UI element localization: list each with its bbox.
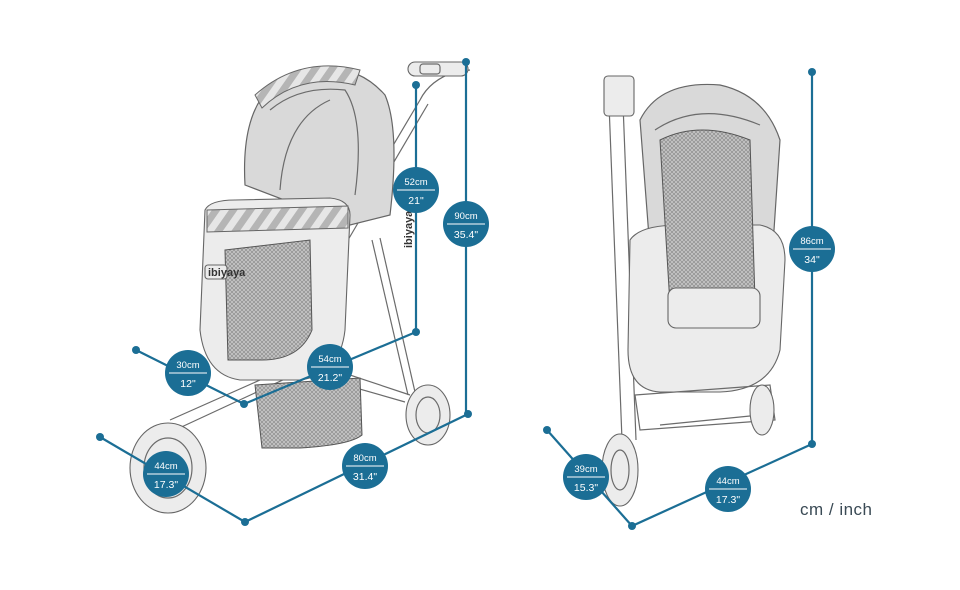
badge-folded-depth: 39cm 15.3" bbox=[563, 454, 609, 500]
seat-depth-cm: 54cm bbox=[318, 354, 341, 365]
seat-width-cm: 30cm bbox=[176, 360, 199, 371]
folded-depth-inch: 15.3" bbox=[574, 482, 598, 494]
seat-depth-inch: 21.2" bbox=[318, 372, 342, 384]
side-mesh-window bbox=[224, 239, 313, 361]
folded-width-inch: 17.3" bbox=[716, 494, 740, 506]
folded-cushion bbox=[667, 287, 761, 329]
length-cm: 80cm bbox=[353, 453, 376, 464]
handle-drop-cm: 52cm bbox=[404, 177, 427, 188]
total-height-inch: 35.4" bbox=[454, 229, 478, 241]
folded-stroller-drawing bbox=[601, 75, 786, 507]
badge-folded-width: 44cm 17.3" bbox=[705, 466, 751, 512]
length-inch: 31.4" bbox=[353, 471, 377, 483]
badge-unfolded-axle-width: 44cm 17.3" bbox=[143, 451, 189, 497]
folded-mesh-panel bbox=[659, 129, 756, 310]
handlebar bbox=[407, 61, 469, 77]
badge-unfolded-seat-depth: 54cm 21.2" bbox=[307, 344, 353, 390]
seat-width-inch: 12" bbox=[180, 378, 196, 390]
folded-width-cm: 44cm bbox=[716, 476, 739, 487]
folded-rear-wheel bbox=[749, 384, 775, 436]
badge-unfolded-seat-width: 30cm 12" bbox=[165, 350, 211, 396]
unfolded-stroller-drawing: ibiyaya ibiyaya bbox=[129, 61, 471, 514]
folded-handle bbox=[603, 75, 635, 117]
storage-basket bbox=[254, 377, 363, 449]
brand-label-frame: ibiyaya bbox=[403, 210, 415, 248]
handle-drop-inch: 21" bbox=[408, 195, 424, 207]
axle-width-cm: 44cm bbox=[154, 461, 177, 472]
badge-unfolded-length: 80cm 31.4" bbox=[342, 443, 388, 489]
badge-folded-height: 86cm 34" bbox=[789, 226, 835, 272]
axle-width-inch: 17.3" bbox=[154, 479, 178, 491]
folded-depth-cm: 39cm bbox=[574, 464, 597, 475]
badge-unfolded-handle-drop: 52cm 21" bbox=[393, 167, 439, 213]
folded-front-wheel bbox=[601, 433, 639, 507]
unit-caption: cm / inch bbox=[800, 500, 873, 519]
brand-label-seat: ibiyaya bbox=[208, 267, 246, 279]
rear-wheel bbox=[405, 384, 451, 446]
folded-height-cm: 86cm bbox=[800, 236, 823, 247]
folded-height-inch: 34" bbox=[804, 254, 820, 266]
total-height-cm: 90cm bbox=[454, 211, 477, 222]
badge-unfolded-total-height: 90cm 35.4" bbox=[443, 201, 489, 247]
